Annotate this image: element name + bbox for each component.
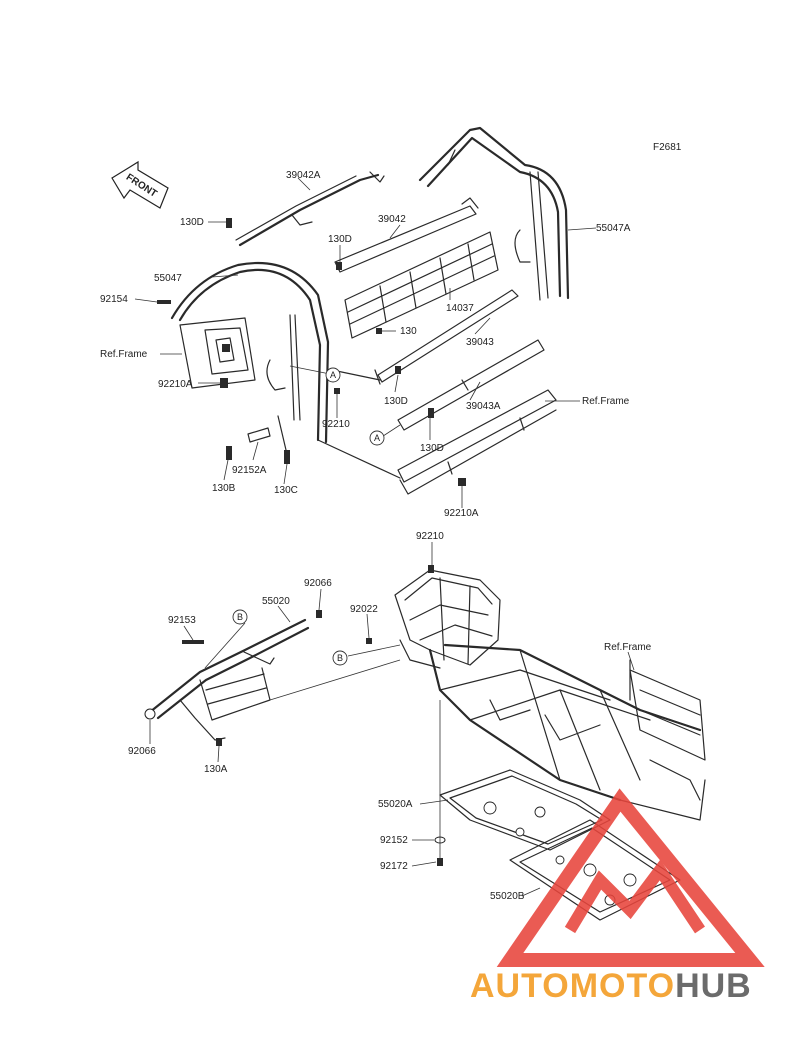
callout-b-icon bbox=[332, 650, 348, 666]
watermark-logo bbox=[496, 788, 765, 967]
part-label-130D: 130D bbox=[384, 396, 408, 407]
part-label-55020: 55020 bbox=[262, 596, 290, 607]
part-label-130D: 130D bbox=[420, 443, 444, 454]
callout-a-icon bbox=[325, 367, 341, 383]
part-label-92153: 92153 bbox=[168, 615, 196, 626]
part-label-92210: 92210 bbox=[322, 419, 350, 430]
part-label-55020A: 55020A bbox=[378, 799, 413, 810]
part-label-39042A: 39042A bbox=[286, 170, 321, 181]
callout-a-icon bbox=[369, 430, 385, 446]
nut-92210A-icon bbox=[458, 478, 466, 486]
watermark-text-hub: HUB bbox=[675, 967, 752, 1005]
part-label-92066: 92066 bbox=[128, 746, 156, 757]
part-label-39043A: 39043A bbox=[466, 401, 501, 412]
bolt-130C-icon bbox=[284, 450, 290, 464]
part-label-55020B: 55020B bbox=[490, 891, 525, 902]
ref-frame-label: Ref.Frame bbox=[604, 642, 652, 653]
part-label-130B: 130B bbox=[212, 483, 236, 494]
part-label-92210A: 92210A bbox=[158, 379, 193, 390]
part-label-92066: 92066 bbox=[304, 578, 332, 589]
bolt-130D-icon bbox=[395, 366, 401, 374]
ref-frame-label: Ref.Frame bbox=[582, 396, 630, 407]
part-label-92022: 92022 bbox=[350, 604, 378, 615]
front-direction-arrow: FRONT bbox=[111, 160, 169, 209]
chassis-assembly: B B bbox=[144, 542, 706, 921]
part-label-130D: 130D bbox=[180, 217, 204, 228]
figure-code: F2681 bbox=[653, 142, 682, 153]
part-label-130D: 130D bbox=[328, 234, 352, 245]
collar-92152A-icon bbox=[247, 427, 271, 443]
bolt-130D-icon bbox=[226, 218, 232, 228]
callout-b-icon bbox=[232, 609, 248, 625]
rops-assembly: A A bbox=[134, 126, 597, 508]
callout-b-label: B bbox=[237, 612, 243, 622]
part-label-130C: 130C bbox=[274, 485, 298, 496]
part-label-39043: 39043 bbox=[466, 337, 494, 348]
part-label-130A: 130A bbox=[204, 764, 228, 775]
part-label-92152: 92152 bbox=[380, 835, 408, 846]
part-label-55047: 55047 bbox=[154, 273, 182, 284]
callout-a-label: A bbox=[374, 433, 380, 443]
bolt-130B-icon bbox=[226, 446, 232, 460]
bolt-92154-icon bbox=[157, 300, 171, 304]
part-label-92210: 92210 bbox=[416, 531, 444, 542]
part-label-92210A: 92210A bbox=[444, 508, 479, 519]
callout-b-label: B bbox=[337, 653, 343, 663]
part-label-130: 130 bbox=[400, 326, 417, 337]
callout-a-label: A bbox=[330, 370, 336, 380]
svg-text:AUTOMOTOHUB: AUTOMOTOHUB bbox=[470, 967, 752, 1005]
part-label-39042: 39042 bbox=[378, 214, 406, 225]
nut-92210A-icon bbox=[220, 378, 228, 388]
part-label-92152A: 92152A bbox=[232, 465, 267, 476]
part-label-55047A: 55047A bbox=[596, 223, 631, 234]
bolt-130D-icon bbox=[428, 408, 434, 418]
nut-92210-icon bbox=[334, 388, 340, 394]
part-label-92172: 92172 bbox=[380, 861, 408, 872]
ref-frame-label: Ref.Frame bbox=[100, 349, 148, 360]
bolt-130D-icon bbox=[336, 262, 342, 270]
part-label-14037: 14037 bbox=[446, 303, 474, 314]
watermark-text-automoto: AUTOMOTO bbox=[470, 967, 675, 1005]
nut-130-icon bbox=[376, 328, 382, 334]
part-label-92154: 92154 bbox=[100, 294, 128, 305]
